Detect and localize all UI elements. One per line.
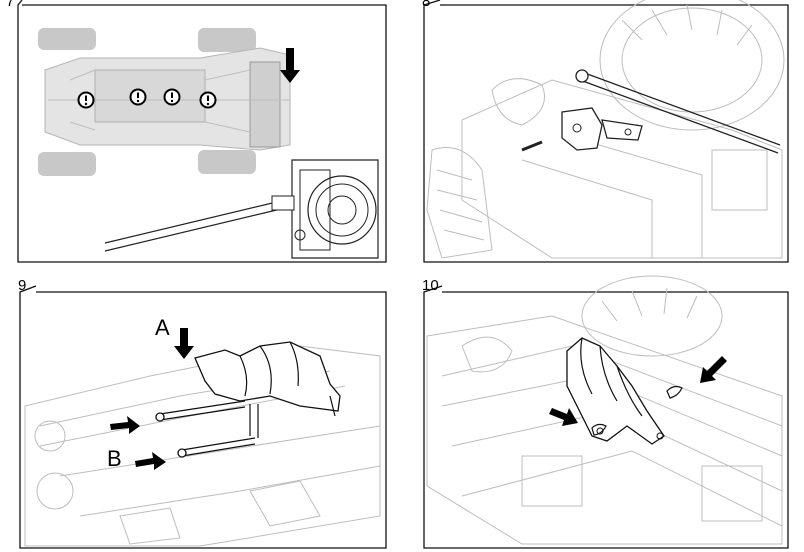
exclamation-circle-icon [163, 88, 181, 106]
step-8-illustration [426, 0, 785, 259]
step-9-number: 9 [18, 277, 27, 294]
callout-a: A [155, 315, 170, 340]
exclamation-circle-icon [199, 91, 217, 109]
step-10-frame [423, 285, 789, 549]
exclamation-circle-icon [77, 91, 95, 109]
right-arrow-icon [549, 408, 578, 426]
step-9-illustration [24, 341, 381, 547]
down-arrow-icon [280, 48, 300, 83]
step-7-number: 7 [6, 0, 15, 10]
step-7-frame [17, 0, 387, 263]
right-arrow-icon [135, 452, 166, 470]
step-8-frame [423, 0, 789, 263]
step-10-panel: 10 [402, 275, 804, 552]
callout-b: B [107, 446, 122, 471]
down-left-arrow-icon [700, 356, 727, 383]
step-7-panel: 7 [0, 0, 390, 265]
step-8-panel: 8 [402, 0, 804, 265]
step-7-chassis-illustration [38, 28, 379, 259]
step-9-panel: 9 A B [0, 276, 390, 552]
step-7-warning-icons [77, 48, 300, 109]
step-10-arrows [549, 356, 727, 426]
step-9-arrows [110, 328, 194, 470]
right-arrow-icon [110, 416, 140, 434]
step-10-illustration [426, 275, 783, 545]
step-10-number: 10 [422, 277, 439, 294]
step-8-number: 8 [422, 0, 431, 10]
step-9-frame [19, 285, 387, 549]
down-arrow-icon [174, 328, 194, 359]
exclamation-circle-icon [129, 88, 147, 106]
